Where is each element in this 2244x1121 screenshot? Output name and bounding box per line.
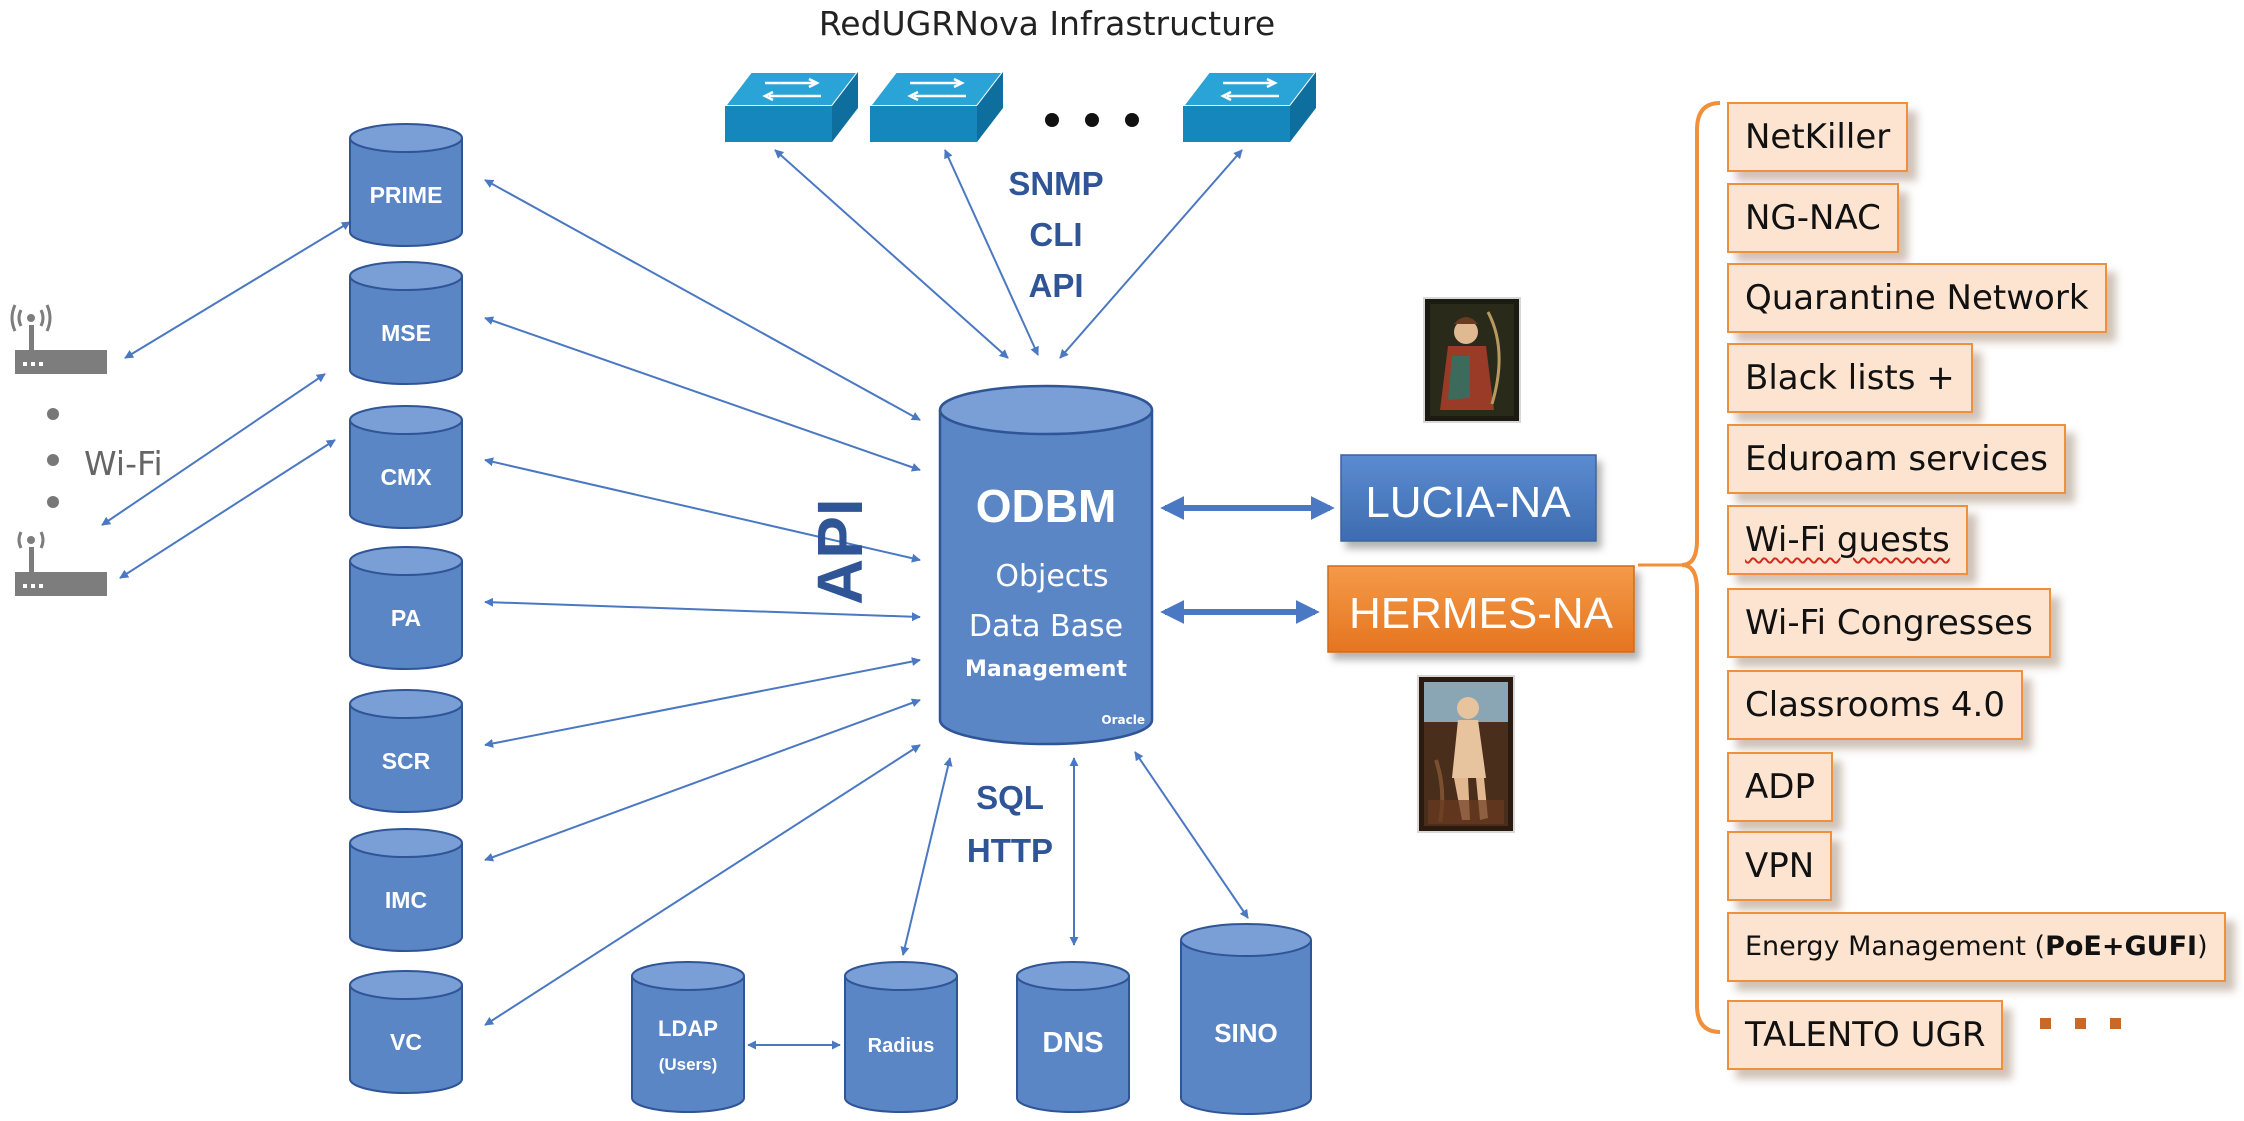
arrow-router1-prime [124,221,351,359]
database-label: PA [391,605,421,631]
wifi-dots [47,408,59,508]
painting-hermes-icon [1417,675,1515,833]
database-label: SCR [382,748,431,774]
wifi-label: Wi-Fi [84,444,163,483]
switch-ellipsis [1045,113,1139,127]
database-imc[interactable]: IMC [349,828,463,952]
database-label: SINO [1214,1018,1278,1048]
protocol-cli: CLI [1029,216,1082,253]
database-vc[interactable]: VC [349,970,463,1094]
database-label: LDAP [658,1016,718,1041]
arrow-switch1-odbm [774,149,1009,359]
services-ellipsis [2040,1018,2130,1038]
database-ldap[interactable]: LDAP (Users) [631,961,745,1113]
api-vertical-label: API [804,498,876,605]
database-label: CMX [380,464,432,490]
service-netkiller[interactable]: NetKiller [1727,102,1909,172]
protocol-snmp: SNMP [1008,165,1103,202]
top-protocols: SNMP CLI API [1008,165,1103,304]
network-switch-icon [867,71,1006,142]
arrow-odbm-sino [1134,751,1249,919]
database-label: IMC [385,887,427,913]
database-prime[interactable]: PRIME [349,123,463,247]
arrow-switch2-odbm [944,149,1039,356]
wifi-router-icon [15,531,107,596]
service-label: Wi-Fi guests [1745,520,1950,560]
bottom-protocols: SQL HTTP [967,779,1053,869]
arrow-odbm-radius [900,757,953,956]
arrow-switch3-odbm [1059,149,1243,359]
service-wifi-guests[interactable]: Wi-Fi guests [1727,505,1968,575]
arrow-pa-odbm [484,597,921,622]
database-label: VC [390,1029,422,1055]
odbm-title: ODBM [976,480,1117,532]
database-scr[interactable]: SCR [349,689,463,813]
database-label: DNS [1042,1027,1103,1059]
database-cmx[interactable]: CMX [349,405,463,529]
arrow-cmx-router2 [119,439,336,579]
service-vpn[interactable]: VPN [1727,831,1833,901]
painting-lucia-icon [1423,297,1521,423]
protocol-api: API [1028,267,1083,304]
service-classrooms[interactable]: Classrooms 4.0 [1727,670,2023,740]
diagram-title: RedUGRNova Infrastructure [818,4,1276,43]
database-sublabel: (Users) [659,1055,718,1074]
hermes-label: HERMES-NA [1349,589,1614,638]
arrow-mse-odbm [484,316,921,472]
services-brace [1681,101,1721,1034]
network-switch-icon [722,71,861,142]
connectors [101,149,1682,1050]
network-switch-icon [1180,71,1319,142]
protocol-sql: SQL [976,779,1044,816]
database-label: Radius [868,1035,935,1057]
service-eduroam[interactable]: Eduroam services [1727,424,2066,494]
database-label: PRIME [370,182,443,208]
lucia-na-box[interactable]: LUCIA-NA [1340,454,1597,542]
energy-prefix: Energy Management ( [1745,931,2046,962]
service-talento-ugr[interactable]: TALENTO UGR [1727,1000,2004,1070]
hermes-na-box[interactable]: HERMES-NA [1327,565,1635,653]
database-label: MSE [381,320,431,346]
service-black-lists[interactable]: Black lists + [1727,343,1973,413]
database-mse[interactable]: MSE [349,261,463,385]
service-energy-management[interactable]: Energy Management (PoE+GUFI) [1727,912,2226,982]
arrow-vc-odbm [484,744,921,1026]
database-sino[interactable]: SINO [1180,923,1312,1115]
database-odbm[interactable]: ODBM Objects Data Base Management Oracle [938,384,1154,746]
service-adp[interactable]: ADP [1727,752,1833,822]
service-quarantine-network[interactable]: Quarantine Network [1727,263,2107,333]
database-radius[interactable]: Radius [844,961,958,1113]
database-dns[interactable]: DNS [1016,961,1130,1113]
arrow-imc-odbm [484,698,921,862]
service-wifi-congresses[interactable]: Wi-Fi Congresses [1727,588,2051,658]
database-pa[interactable]: PA [349,546,463,670]
odbm-line1: Objects [995,559,1108,594]
protocol-http: HTTP [967,832,1053,869]
arrow-cmx-odbm [484,457,921,563]
odbm-line3: Management [965,657,1127,682]
odbm-vendor: Oracle [1101,713,1145,727]
energy-suffix: ) [2197,931,2208,962]
service-ng-nac[interactable]: NG-NAC [1727,183,1899,253]
odbm-line2: Data Base [969,609,1123,644]
wifi-router-icon [10,304,107,374]
energy-bold: PoE+GUFI [2045,931,2198,962]
arrow-prime-odbm [484,179,921,421]
lucia-label: LUCIA-NA [1365,478,1571,527]
arrow-scr-odbm [484,657,921,748]
